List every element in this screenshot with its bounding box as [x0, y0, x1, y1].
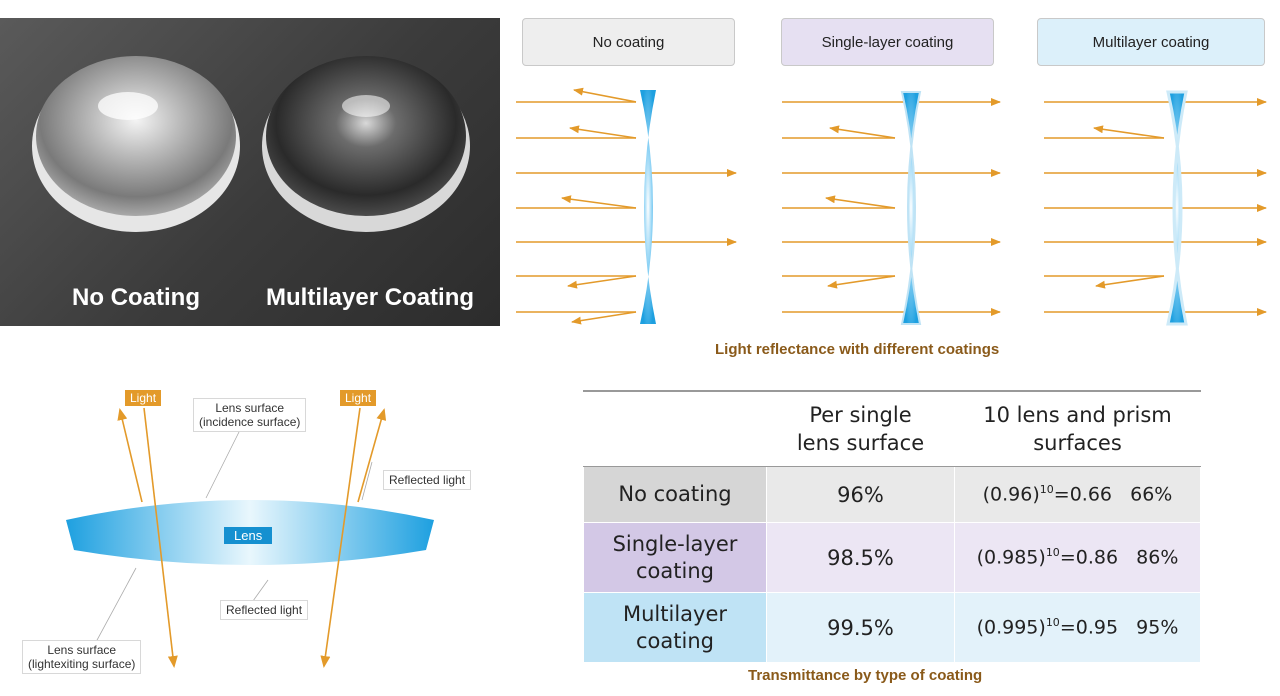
col-header-single: Per single lens surface — [766, 390, 955, 467]
reflected-light-label-right: Reflected light — [383, 470, 472, 490]
panel-no-coating — [516, 87, 737, 325]
transmittance-caption: Transmittance by type of coating — [748, 667, 983, 684]
row-ten-value: (0.96)10=0.66 66% — [954, 466, 1201, 523]
row-result: =0.86 86% — [1059, 546, 1179, 569]
light-rays — [117, 407, 387, 668]
table-corner-cell — [583, 390, 767, 467]
reflectance-caption: Light reflectance with different coating… — [715, 341, 1000, 358]
row-result: =0.95 95% — [1059, 616, 1179, 639]
row-base: (0.995) — [976, 616, 1046, 639]
incidence-surface-line1: Lens surface — [215, 401, 285, 415]
uncoated-lens — [32, 56, 240, 232]
col-header-single-line2: lens surface — [796, 431, 925, 455]
table-row: Single-layer coating 98.5% (0.985)10=0.8… — [583, 522, 1201, 593]
col-header-ten: 10 lens and prism surfaces — [954, 390, 1201, 467]
header-multilayer: Multilayer coating — [1037, 18, 1265, 66]
lens-label: Lens — [224, 527, 273, 544]
panel-single-layer — [782, 98, 1001, 316]
exiting-surface-line2: (lightexiting surface) — [28, 657, 136, 671]
exiting-surface-line1: Lens surface — [47, 643, 117, 657]
no-coating-caption: No Coating — [72, 284, 200, 311]
row-label-line: No coating — [618, 482, 732, 506]
reflectance-diagrams — [516, 87, 1267, 326]
coating-comparison-photo: No Coating Multilayer Coating — [0, 18, 500, 326]
multilayer-coating-caption: Multilayer Coating — [266, 284, 475, 311]
header-single-layer: Single-layer coating — [781, 18, 994, 66]
incidence-surface-line2: (incidence surface) — [199, 415, 301, 429]
row-label: Multilayer coating — [583, 592, 767, 663]
multilayer-coated-lens — [262, 56, 470, 232]
row-base: (0.96) — [982, 483, 1040, 506]
col-header-ten-line2: surfaces — [1033, 431, 1122, 455]
lens-shape-3 — [1166, 90, 1188, 326]
row-exponent: 10 — [1045, 616, 1060, 630]
row-label-line: Single-layer — [612, 531, 738, 556]
row-base: (0.985) — [976, 546, 1046, 569]
row-label-line: coating — [636, 558, 714, 583]
row-ten-value: (0.995)10=0.95 95% — [954, 592, 1201, 663]
row-result: =0.66 66% — [1053, 483, 1173, 506]
reflected-light-label-bottom: Reflected light — [220, 600, 309, 620]
light-tag-left: Light — [125, 390, 162, 406]
lens-photo-illustration — [32, 56, 470, 232]
leader-lines — [95, 429, 373, 643]
col-header-single-line1: Per single — [809, 403, 912, 427]
row-label: No coating — [583, 466, 767, 523]
row-single-value: 96% — [766, 466, 955, 523]
row-exponent: 10 — [1045, 546, 1060, 560]
exiting-surface-label: Lens surface (lightexiting surface) — [22, 640, 142, 674]
col-header-ten-line1: 10 lens and prism — [983, 403, 1172, 427]
incidence-surface-label: Lens surface (incidence surface) — [193, 398, 307, 432]
table-row: Multilayer coating 99.5% (0.995)10=0.95 … — [583, 592, 1201, 663]
row-label-line: coating — [636, 628, 714, 653]
row-label: Single-layer coating — [583, 522, 767, 593]
lens-shape-2 — [900, 91, 922, 325]
panel-multilayer — [1044, 98, 1267, 316]
row-ten-value: (0.985)10=0.86 86% — [954, 522, 1201, 593]
row-single-value: 99.5% — [766, 592, 955, 663]
light-tag-right: Light — [340, 390, 377, 406]
header-no-coating: No coating — [522, 18, 735, 66]
row-label-line: Multilayer — [622, 601, 727, 626]
row-single-value: 98.5% — [766, 522, 955, 593]
table-header-row: Per single lens surface 10 lens and pris… — [583, 390, 1201, 467]
row-exponent: 10 — [1039, 483, 1054, 497]
table-row: No coating 96% (0.96)10=0.66 66% — [583, 466, 1201, 523]
transmittance-table: Per single lens surface 10 lens and pris… — [583, 390, 1201, 663]
lens-shape-1 — [640, 90, 656, 324]
